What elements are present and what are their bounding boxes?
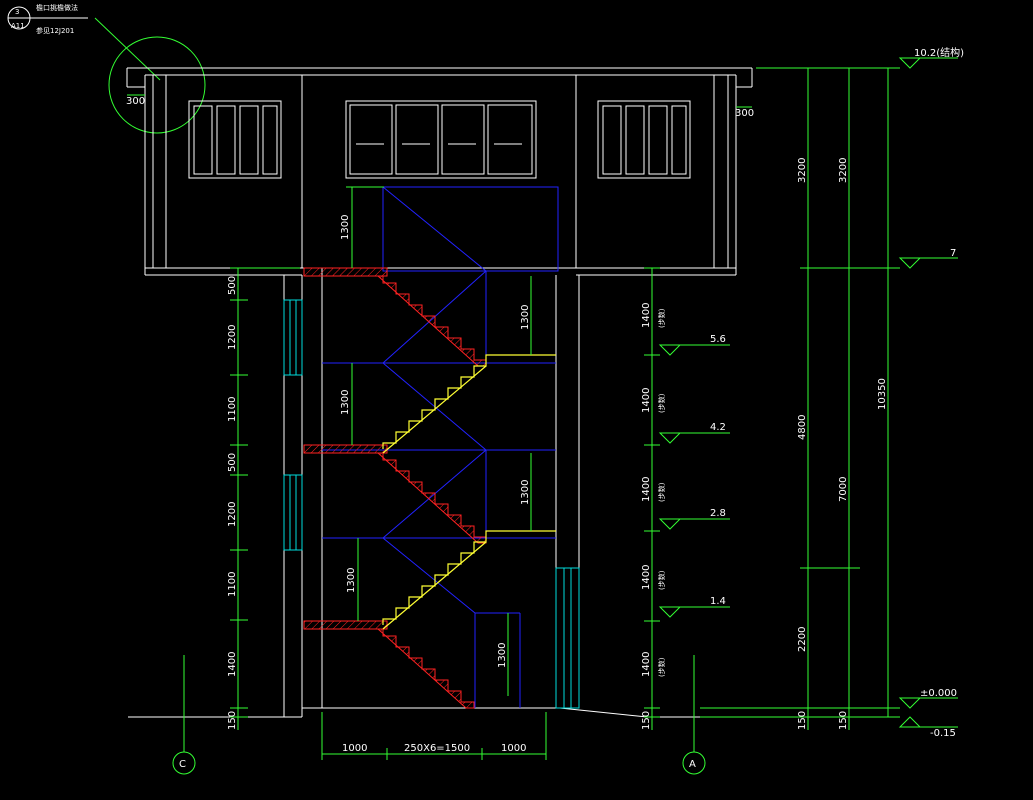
dim-3200-a: 3200 — [797, 158, 808, 183]
stair-dim-1: 1400 — [641, 303, 652, 328]
stair-dim-4: 1400 — [641, 565, 652, 590]
detail-title: 檐口挑檐做法 — [36, 3, 78, 12]
level-1-4: 1.4 — [710, 596, 726, 607]
detail-callout: 3 A11 檐口挑檐做法 参见12J201 — [7, 3, 206, 134]
level-zero: ±0.000 — [920, 688, 957, 699]
step-note-4: (步数) — [657, 570, 666, 590]
step-note-2: (步数) — [657, 393, 666, 413]
upper-window-left — [188, 100, 282, 179]
right-dim-chains: 3200 4800 2200 150 3200 7000 150 10350 — [700, 67, 900, 730]
left-dim-8: 150 — [227, 711, 238, 730]
bottom-dim-chain: 1000 250X6=1500 1000 — [321, 712, 547, 760]
detail-ref: 参见12J201 — [36, 26, 74, 35]
stair-dim-2: 1400 — [641, 388, 652, 413]
level-top: 10.2(结构) — [914, 46, 964, 59]
dim-1300-e: 1300 — [497, 643, 508, 668]
roof-level: 300 300 — [126, 67, 754, 276]
cut-stairs — [303, 267, 487, 709]
dim-1300-c: 1300 — [520, 480, 531, 505]
left-dim-3: 1100 — [227, 397, 238, 422]
stair-walls — [128, 268, 708, 718]
eave-dim-left: 300 — [126, 96, 145, 107]
step-note-3: (步数) — [657, 482, 666, 502]
dim-3200-b: 3200 — [838, 158, 849, 183]
stair-dim-5: 1400 — [641, 652, 652, 677]
step-note-1: (步数) — [657, 308, 666, 328]
visible-stairs — [382, 354, 556, 630]
level-neg: -0.15 — [930, 728, 956, 739]
dim-1300-a: 1300 — [520, 305, 531, 330]
dim-1300-b: 1300 — [340, 390, 351, 415]
axis-a-label: A — [689, 759, 696, 770]
axis-markers: C A — [172, 655, 706, 775]
left-dim-4: 500 — [227, 453, 238, 472]
level-5-6: 5.6 — [710, 334, 726, 345]
bottom-dim-1000-a: 1000 — [342, 743, 367, 754]
dim-10350: 10350 — [877, 378, 888, 410]
dim-150-b: 150 — [838, 711, 849, 730]
level-4-2: 4.2 — [710, 422, 726, 433]
dim-1300-top: 1300 — [340, 215, 351, 240]
bottom-dim-mid: 250X6=1500 — [404, 743, 470, 754]
dim-150-a: 150 — [797, 711, 808, 730]
dim-7000: 7000 — [838, 477, 849, 502]
level-marks: 5.6 4.2 2.8 1.4 10.2(结构) 7 ±0.000 -0.15 — [658, 46, 964, 739]
upper-window-center — [345, 100, 537, 179]
upper-window-right — [597, 100, 691, 179]
inner-dims: 1300 1300 1300 1300 1300 1300 — [340, 186, 532, 696]
left-dim-7: 1400 — [227, 652, 238, 677]
stair-dim-chain: 1400 (步数) 1400 (步数) 1400 (步数) 1400 (步数) … — [641, 267, 666, 730]
left-dim-6: 1100 — [227, 572, 238, 597]
level-roof: 7 — [950, 248, 956, 259]
step-note-5: (步数) — [657, 657, 666, 677]
eave-dim-right: 300 — [735, 108, 754, 119]
level-2-8: 2.8 — [710, 508, 726, 519]
bottom-dim-1000-b: 1000 — [501, 743, 526, 754]
detail-sheet: A11 — [11, 22, 25, 30]
stair-dim-6: 150 — [641, 711, 652, 730]
left-dim-chain: 500 1200 1100 500 1200 1100 1400 150 — [227, 267, 300, 730]
dim-1300-d: 1300 — [346, 568, 357, 593]
stair-dim-3: 1400 — [641, 477, 652, 502]
dim-4800: 4800 — [797, 415, 808, 440]
left-dim-1: 500 — [227, 276, 238, 295]
left-dim-5: 1200 — [227, 502, 238, 527]
axis-c-label: C — [179, 759, 186, 770]
detail-number: 3 — [15, 8, 19, 16]
dim-2200: 2200 — [797, 627, 808, 652]
left-dim-2: 1200 — [227, 325, 238, 350]
detail-circle — [108, 36, 206, 134]
